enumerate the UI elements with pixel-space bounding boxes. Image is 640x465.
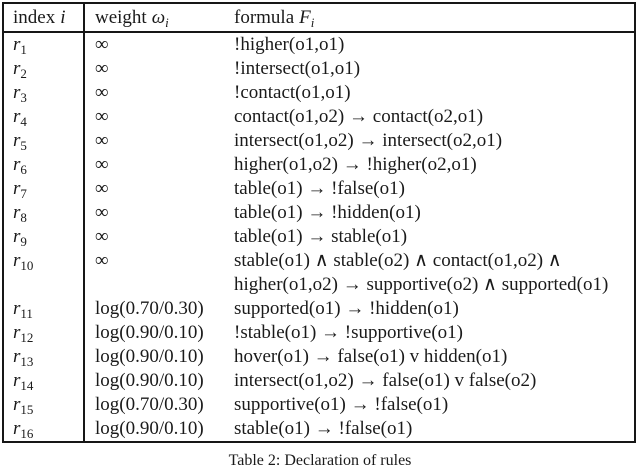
table-row: r8 ∞ table(o1) → !hidden(o1) (4, 201, 634, 225)
rule-weight: ∞ (95, 106, 109, 127)
formula-line: !higher(o1,o1) (234, 34, 345, 55)
header-formula-var: F (299, 7, 311, 28)
table-row: r10 ∞ stable(o1) ∧ stable(o2) ∧ contact(… (4, 249, 634, 297)
rule-index: r1 (4, 33, 85, 57)
rule-formula: !intersect(o1,o1) (225, 57, 634, 81)
rule-index: r5 (4, 129, 85, 153)
rule-weight: ∞ (95, 130, 109, 151)
table-row: r14 log(0.90/0.10) intersect(o1,o2) → fa… (4, 369, 634, 393)
header-weight-var-sub: i (165, 15, 169, 30)
rule-weight: log(0.90/0.10) (95, 418, 204, 439)
table-row: r13 log(0.90/0.10) hover(o1) → false(o1)… (4, 345, 634, 369)
rule-index: r16 (4, 417, 85, 441)
rule-formula: hover(o1) → false(o1) v hidden(o1) (225, 345, 634, 369)
formula-line: intersect(o1,o2) → false(o1) v false(o2) (234, 370, 537, 391)
rule-weight: ∞ (95, 202, 109, 223)
table-caption: Table 2: Declaration of rules (228, 452, 412, 465)
rule-weight: ∞ (95, 82, 109, 103)
table-row: r6 ∞ higher(o1,o2) → !higher(o2,o1) (4, 153, 634, 177)
rule-formula: table(o1) → stable(o1) (225, 225, 634, 249)
table-row: r3 ∞ !contact(o1,o1) (4, 81, 634, 105)
rule-formula: !contact(o1,o1) (225, 81, 634, 105)
table-row: r1 ∞ !higher(o1,o1) (4, 33, 634, 57)
rule-formula: stable(o1) ∧ stable(o2) ∧ contact(o1,o2)… (225, 249, 634, 297)
rule-index: r12 (4, 321, 85, 345)
rule-index: r8 (4, 201, 85, 225)
formula-line: table(o1) → stable(o1) (234, 226, 408, 247)
table-row: r12 log(0.90/0.10) !stable(o1) → !suppor… (4, 321, 634, 345)
formula-line: !contact(o1,o1) (234, 82, 351, 103)
formula-line: table(o1) → !false(o1) (234, 178, 405, 199)
rule-index: r11 (4, 297, 85, 321)
rule-weight: ∞ (95, 250, 109, 271)
rule-index: r9 (4, 225, 85, 249)
rule-weight: ∞ (95, 58, 109, 79)
formula-line: supportive(o1) → !false(o1) (234, 394, 449, 415)
rule-formula: supported(o1) → !hidden(o1) (225, 297, 634, 321)
rule-weight: log(0.70/0.30) (95, 298, 204, 319)
rule-formula: intersect(o1,o2) → false(o1) v false(o2) (225, 369, 634, 393)
rule-weight: ∞ (95, 34, 109, 55)
table-row: r7 ∞ table(o1) → !false(o1) (4, 177, 634, 201)
formula-line: hover(o1) → false(o1) v hidden(o1) (234, 346, 508, 367)
table-row: r15 log(0.70/0.30) supportive(o1) → !fal… (4, 393, 634, 417)
table-row: r4 ∞ contact(o1,o2) → contact(o2,o1) (4, 105, 634, 129)
header-formula-label: formula (234, 7, 295, 28)
rule-formula: intersect(o1,o2) → intersect(o2,o1) (225, 129, 634, 153)
formula-line: !intersect(o1,o1) (234, 58, 361, 79)
formula-line: intersect(o1,o2) → intersect(o2,o1) (234, 130, 503, 151)
rule-weight: log(0.90/0.10) (95, 346, 204, 367)
rule-index: r13 (4, 345, 85, 369)
formula-line: higher(o1,o2) → !higher(o2,o1) (234, 154, 477, 175)
rule-weight: log(0.90/0.10) (95, 370, 204, 391)
formula-line: table(o1) → !hidden(o1) (234, 202, 421, 223)
rule-formula: table(o1) → !false(o1) (225, 177, 634, 201)
formula-line: contact(o1,o2) → contact(o2,o1) (234, 106, 484, 127)
table-row: r16 log(0.90/0.10) stable(o1) → !false(o… (4, 417, 634, 441)
formula-line: supported(o1) → !hidden(o1) (234, 298, 459, 319)
rule-formula: contact(o1,o2) → contact(o2,o1) (225, 105, 634, 129)
formula-line: stable(o1) → !false(o1) (234, 418, 413, 439)
rule-formula: !higher(o1,o1) (225, 33, 634, 57)
rule-index: r3 (4, 81, 85, 105)
rule-index: r4 (4, 105, 85, 129)
rule-index: r7 (4, 177, 85, 201)
rule-formula: !stable(o1) → !supportive(o1) (225, 321, 634, 345)
formula-line: higher(o1,o2) → supportive(o2) ∧ support… (234, 274, 609, 295)
table-row: r2 ∞ !intersect(o1,o1) (4, 57, 634, 81)
rule-formula: table(o1) → !hidden(o1) (225, 201, 634, 225)
table-row: r9 ∞ table(o1) → stable(o1) (4, 225, 634, 249)
rule-index: r6 (4, 153, 85, 177)
table-body: r1 ∞ !higher(o1,o1) r2 ∞ !intersect(o1,o… (4, 33, 634, 441)
formula-line: !stable(o1) → !supportive(o1) (234, 322, 463, 343)
rule-weight: log(0.70/0.30) (95, 394, 204, 415)
rule-formula: higher(o1,o2) → !higher(o2,o1) (225, 153, 634, 177)
rule-weight: log(0.90/0.10) (95, 322, 204, 343)
header-weight-var: ω (151, 7, 166, 28)
table-row: r11 log(0.70/0.30) supported(o1) → !hidd… (4, 297, 634, 321)
rule-index: r14 (4, 369, 85, 393)
rule-index: r10 (4, 249, 85, 297)
table-row: r5 ∞ intersect(o1,o2) → intersect(o2,o1) (4, 129, 634, 153)
rule-weight: ∞ (95, 226, 109, 247)
rule-weight: ∞ (95, 154, 109, 175)
formula-line: stable(o1) ∧ stable(o2) ∧ contact(o1,o2)… (234, 250, 562, 271)
rule-formula: stable(o1) → !false(o1) (225, 417, 634, 441)
header-formula-var-sub: i (310, 15, 315, 30)
header-weight-label: weight (95, 7, 147, 28)
rule-index: r15 (4, 393, 85, 417)
rule-weight: ∞ (95, 178, 109, 199)
header-index-label: index (13, 7, 56, 28)
rule-formula: supportive(o1) → !false(o1) (225, 393, 634, 417)
rule-index: r2 (4, 57, 85, 81)
header-index-var: i (60, 7, 66, 28)
